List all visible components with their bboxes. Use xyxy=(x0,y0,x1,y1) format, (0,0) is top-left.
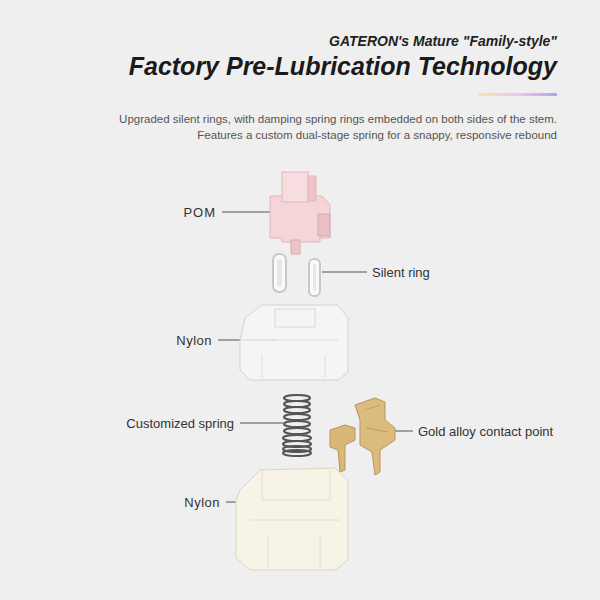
bottom-housing xyxy=(236,468,348,570)
housing-detail xyxy=(250,340,338,378)
description: Upgraded silent rings, with damping spri… xyxy=(87,111,557,143)
accent-bar xyxy=(478,93,557,96)
housing-outline xyxy=(240,305,348,380)
top-housing xyxy=(240,305,348,380)
leader-lines xyxy=(218,212,413,502)
ring-hole xyxy=(313,264,316,291)
part-label: Customized spring xyxy=(126,415,234,433)
stem-body xyxy=(270,196,330,242)
silent-rings xyxy=(273,254,320,296)
contact-detail xyxy=(365,405,388,432)
page-title: Factory Pre-Lubrication Technology xyxy=(129,52,557,81)
part-label: Gold alloy contact point xyxy=(418,423,553,441)
coil xyxy=(284,414,310,420)
spring xyxy=(283,395,311,456)
coil xyxy=(284,421,310,427)
housing-detail xyxy=(250,470,340,568)
stem-cross xyxy=(282,172,308,202)
ring xyxy=(273,254,286,292)
gold-contacts xyxy=(330,398,395,475)
coil xyxy=(284,407,310,413)
housing-window xyxy=(275,309,315,327)
stem-cross-side xyxy=(308,176,316,201)
coil xyxy=(283,450,311,456)
contact-leaf xyxy=(330,425,355,472)
coil xyxy=(284,428,310,434)
part-label: Nylon xyxy=(184,494,220,512)
ring-hole xyxy=(277,259,282,287)
contact-leaf xyxy=(355,398,395,475)
brand-heading: GATERON's Mature "Family-style" xyxy=(329,31,557,51)
part-label: Nylon xyxy=(176,332,212,350)
part-label: Silent ring xyxy=(372,264,430,282)
stem-flap xyxy=(318,214,330,236)
housing-outline xyxy=(236,468,348,570)
leader-line xyxy=(322,272,367,273)
part-label: POM xyxy=(183,204,216,222)
leader-line xyxy=(240,423,283,424)
stem-post xyxy=(291,240,300,254)
leader-line xyxy=(222,212,270,213)
stem xyxy=(270,172,330,254)
ring xyxy=(309,259,320,296)
